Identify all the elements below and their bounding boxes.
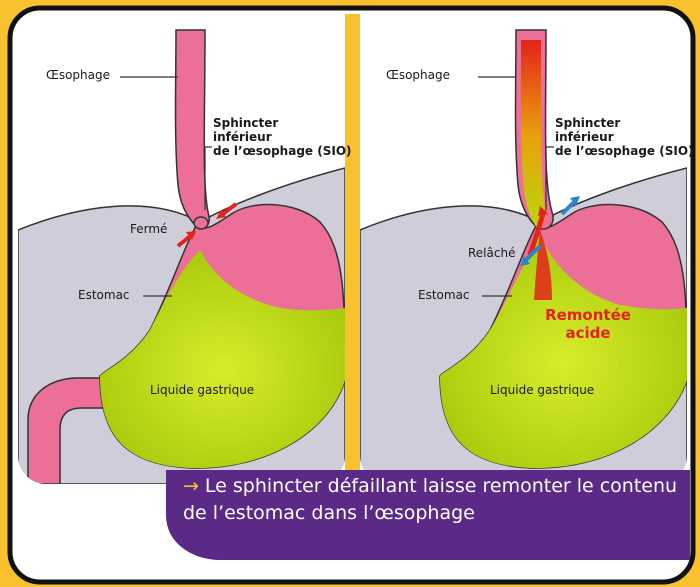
left-stomach-label: Estomac bbox=[78, 289, 130, 303]
left-panel bbox=[18, 14, 345, 484]
oesophagus bbox=[176, 30, 210, 228]
left-sphincter-label-2: inférieur bbox=[213, 131, 272, 145]
acid-reflux-label-2: acide bbox=[538, 324, 638, 342]
sphincter-closed bbox=[194, 217, 208, 229]
arrow-right-icon: → bbox=[183, 475, 199, 497]
right-panel bbox=[360, 14, 687, 484]
panel-divider bbox=[345, 14, 360, 484]
caption-line-2: de l’estomac dans l’œsophage bbox=[183, 500, 683, 527]
caption: → Le sphincter défaillant laisse remonter… bbox=[183, 473, 683, 553]
left-sphincter-label-1: Sphincter bbox=[213, 117, 278, 131]
right-liquid-label: Liquide gastrique bbox=[490, 384, 594, 398]
left-state-label: Fermé bbox=[130, 223, 167, 237]
acid-reflux-label: Remontée acide bbox=[538, 306, 638, 342]
right-sphincter-label-2: inférieur bbox=[555, 131, 614, 145]
right-stomach-label: Estomac bbox=[418, 289, 470, 303]
left-oesophagus-label: Œsophage bbox=[46, 69, 110, 83]
right-state-label: Relâché bbox=[468, 247, 515, 261]
caption-line-1: → Le sphincter défaillant laisse remonter… bbox=[183, 473, 683, 500]
right-sphincter-label-1: Sphincter bbox=[555, 117, 620, 131]
caption-text-1: Le sphincter défaillant laisse remonter … bbox=[205, 475, 677, 497]
left-sphincter-label-3: de l’œsophage (SIO) bbox=[213, 145, 352, 159]
acid-reflux-label-1: Remontée bbox=[538, 306, 638, 324]
right-sphincter-label-3: de l’œsophage (SIO) bbox=[555, 145, 694, 159]
left-liquid-label: Liquide gastrique bbox=[150, 384, 254, 398]
right-oesophagus-label: Œsophage bbox=[386, 69, 450, 83]
